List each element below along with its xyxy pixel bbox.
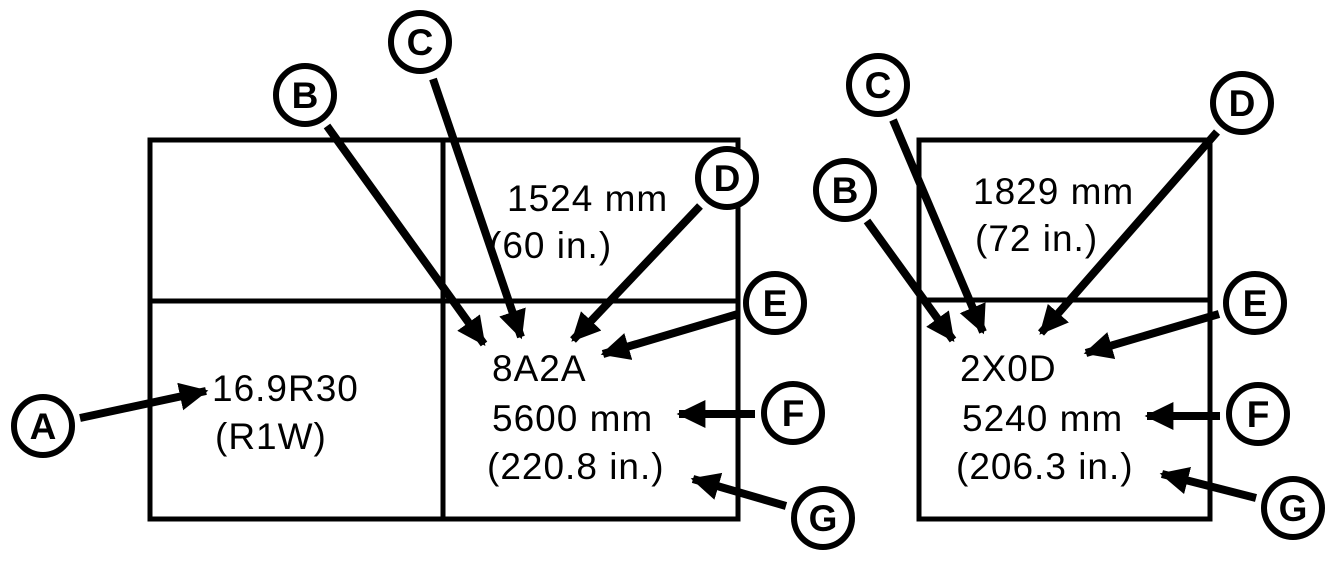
right-width-in-label: (72 in.) (975, 218, 1099, 259)
arrow-c-to-right-code (889, 118, 987, 335)
callout-g-left: G (791, 486, 855, 550)
left-tire-type-label: (R1W) (215, 416, 327, 457)
left-circumference-mm-label: 5600 mm (492, 398, 654, 439)
callout-f-right: F (1226, 382, 1290, 446)
callout-e-right: E (1223, 271, 1287, 335)
callout-e-left: E (743, 271, 807, 335)
right-width-mm-label: 1829 mm (973, 171, 1135, 212)
left-width-mm-label: 1524 mm (507, 178, 669, 219)
arrow-a-to-tire-size (79, 382, 209, 422)
right-code-label: 2X0D (960, 348, 1057, 389)
right-circumference-mm-label: 5240 mm (962, 398, 1124, 439)
arrow-e-to-right-code (1083, 310, 1221, 360)
left-circumference-in-label: (220.8 in.) (487, 446, 665, 487)
callout-c-right: C (846, 53, 910, 117)
callout-d-left: D (695, 146, 759, 210)
arrow-g-to-left-circumference-in (690, 472, 788, 510)
right-circumference-in-label: (206.3 in.) (956, 446, 1134, 487)
arrow-c-to-left-code (429, 77, 526, 340)
callout-b-right: B (813, 158, 877, 222)
left-code-label: 8A2A (492, 348, 587, 389)
arrow-e-to-left-code (600, 310, 740, 360)
arrow-d-to-left-code (570, 203, 703, 343)
arrow-d-to-right-code (1037, 129, 1221, 336)
left-width-in-label: (60 in.) (489, 225, 613, 266)
callout-d-right: D (1210, 71, 1274, 135)
callout-g-right: G (1261, 476, 1325, 540)
callout-a-left: A (11, 394, 75, 458)
callout-b-left: B (273, 63, 337, 127)
callout-f-left: F (761, 381, 825, 445)
arrow-g-to-right-circumference-in (1159, 466, 1257, 502)
right-box (916, 137, 1213, 522)
left-tire-size-label: 16.9R30 (212, 368, 359, 409)
callout-c-left: C (388, 10, 452, 74)
arrow-b-to-left-code (323, 123, 488, 347)
arrow-b-to-right-code (863, 218, 957, 343)
